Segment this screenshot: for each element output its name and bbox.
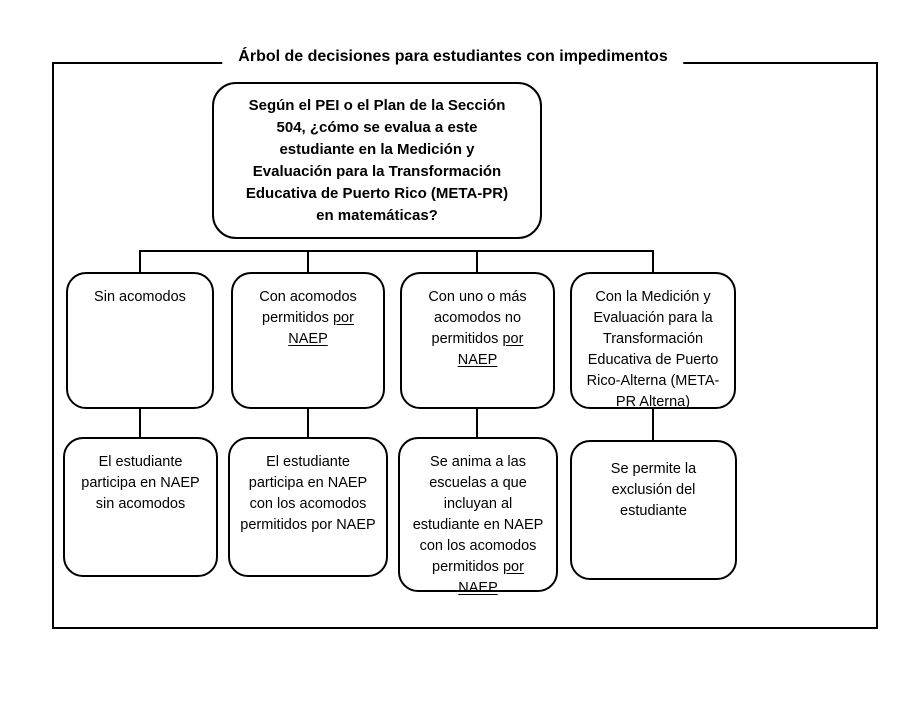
connector-drop-branch-3 xyxy=(476,250,478,273)
connector-drop-branch-2 xyxy=(307,250,309,273)
option-box-sin-acomodos: Sin acomodos xyxy=(66,272,214,409)
connector-drop-outcome-2 xyxy=(307,409,309,438)
connector-drop-branch-1 xyxy=(139,250,141,273)
connector-drop-branch-4 xyxy=(652,250,654,273)
connector-horizontal-rail xyxy=(139,250,654,252)
page-title: Árbol de decisiones para estudiantes con… xyxy=(222,42,684,72)
connector-drop-outcome-1 xyxy=(139,409,141,438)
connector-drop-outcome-3 xyxy=(476,409,478,438)
connector-drop-outcome-4 xyxy=(652,409,654,441)
